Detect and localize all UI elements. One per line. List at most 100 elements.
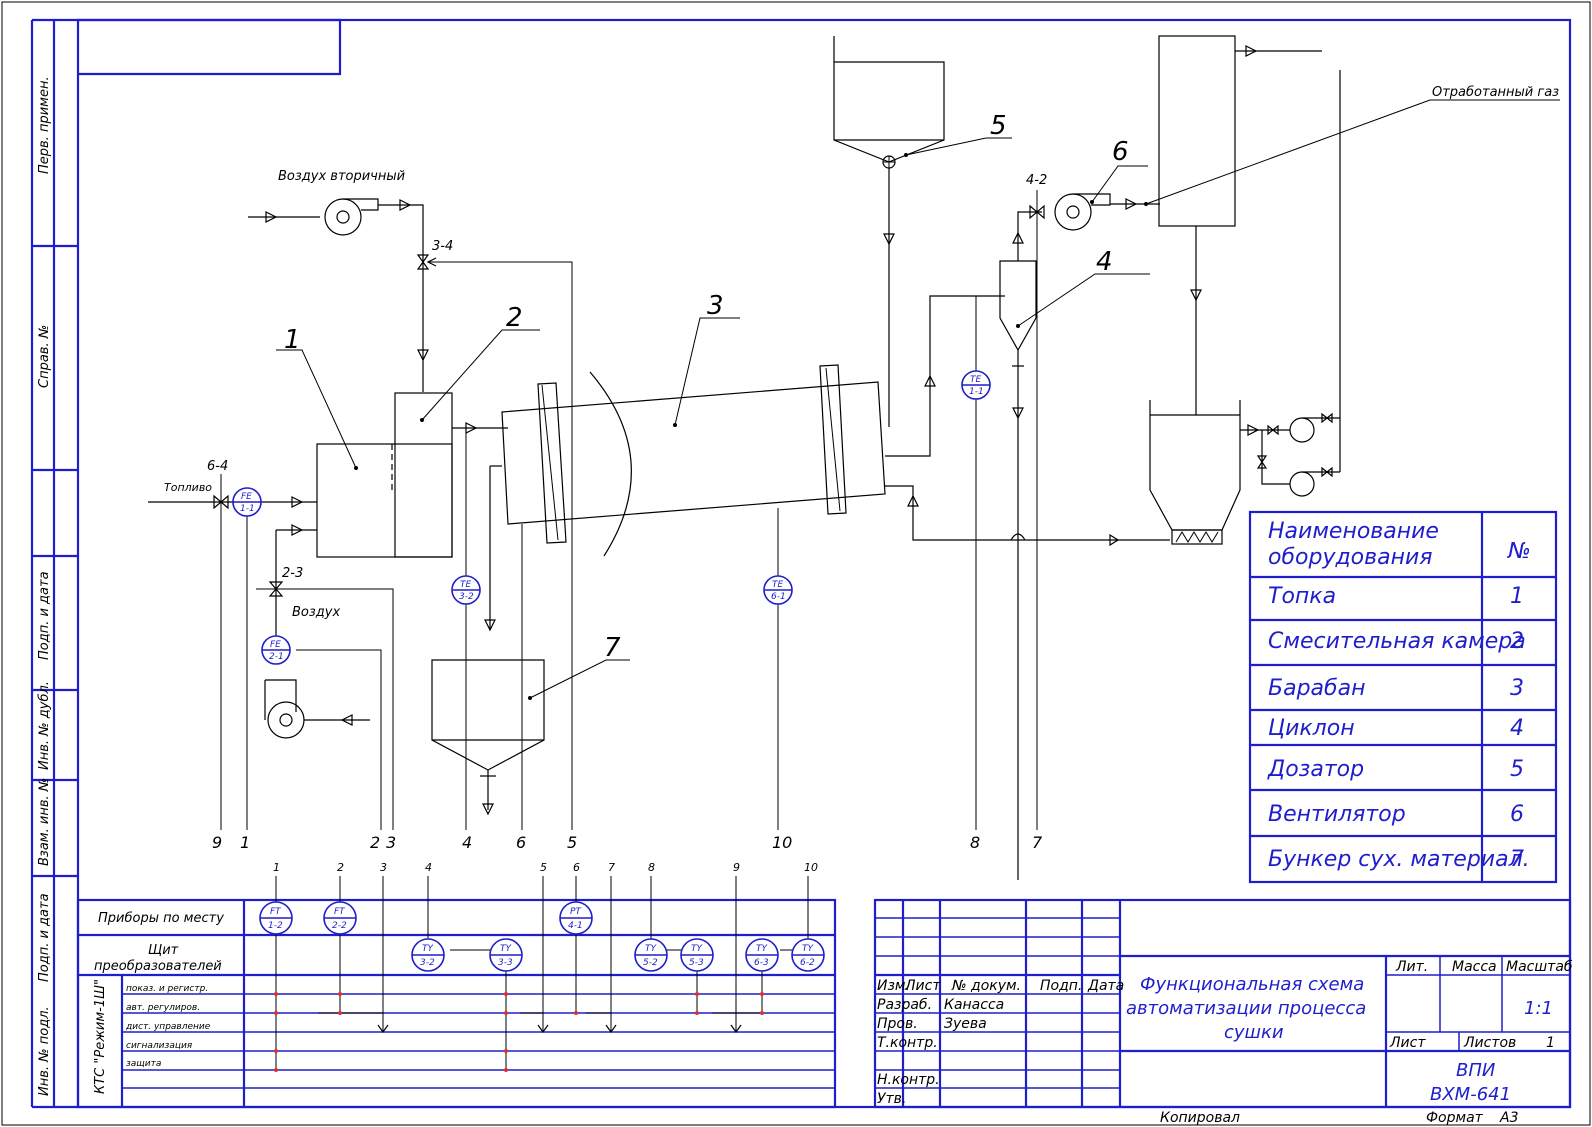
svg-text:6: 6 [516,833,526,852]
callout-7: 7 [604,633,621,663]
svg-text:6-2: 6-2 [800,958,815,968]
mixing-chamber-2: 2 [394,303,540,558]
sensor-fe-1-1: FE 1-1 [232,487,262,517]
side-label-vzam: Взам. инв. № [37,778,52,866]
svg-text:4: 4 [425,861,432,874]
svg-text:2: 2 [337,861,344,874]
field-sensors: FE 1-1 FE 2-1 TE 3-2 TE 6-1 TE 1-1 [232,370,991,665]
tb-role-utv: Утв. [877,1091,906,1107]
panel-ty-3-3: TY 3-3 [489,938,523,972]
valve-tag-6-4: 6-4 [207,459,228,474]
tb-lit: Лит. [1395,959,1428,975]
panel-ty-5-2: TY 5-2 [634,938,668,972]
svg-text:5-3: 5-3 [689,958,704,968]
svg-text:5-2: 5-2 [643,958,658,968]
tb-h-podp: Подп. [1040,978,1082,994]
air-label: Воздух [292,605,340,620]
fn-row-0: показ. и регистр. [126,984,208,994]
svg-text:10: 10 [804,861,818,874]
sensor-fe-2-1: FE 2-1 [261,635,291,665]
svg-text:3-2: 3-2 [459,592,474,602]
svg-text:7: 7 [1032,833,1043,852]
tb-scale-value: 1:1 [1524,998,1553,1019]
svg-text:9: 9 [733,861,740,874]
svg-text:2-2: 2-2 [332,921,347,931]
table-row-1-name: Смесительная камера [1268,629,1526,654]
svg-text:1-1: 1-1 [240,504,255,514]
callout-5: 5 [990,111,1007,141]
table-row-6-name: Бункер сух. материал. [1268,847,1530,872]
table-row-3-num: 4 [1510,716,1524,741]
tb-format-value: А3 [1499,1110,1518,1126]
tb-h-list: Лист [904,978,941,994]
side-label-dubl: Инв. № дубл. [37,681,52,770]
table-row-2-num: 3 [1510,676,1524,701]
fn-row-1: авт. регулиров. [126,1003,200,1013]
sensor-te-6-1: TE 6-1 [763,575,793,605]
tb-sheet-label: Лист [1389,1035,1426,1051]
valve-tag-2-3: 2-3 [282,566,303,581]
kts-label: КТС "Режим-1Ш" [93,979,108,1094]
tb-role-nkontr: Н.контр. [877,1072,940,1088]
tb-title-3: сушки [1224,1022,1284,1043]
tb-role-razrab: Разраб. [877,997,932,1013]
fan-6: 6 Отработанный газ [1054,85,1560,231]
furnace-1: 1 [276,325,453,558]
tb-format-label: Формат [1426,1110,1484,1126]
svg-text:7: 7 [608,861,615,874]
tb-title-1: Функциональная схема [1140,974,1364,995]
fn-row-2: дист. управление [125,1022,211,1032]
table-row-4-name: Дозатор [1267,757,1364,782]
drum-3: 3 [484,291,886,632]
tb-sheets-label: Листов [1463,1035,1516,1051]
svg-text:6-3: 6-3 [754,958,769,968]
svg-text:8: 8 [970,833,980,852]
svg-text:4-1: 4-1 [568,921,583,931]
doser-5: 5 [833,36,1012,427]
tb-checker: Зуева [944,1016,987,1032]
side-label-podp2: Подп. и дата [37,893,52,982]
tb-title-2: автоматизации процесса [1126,998,1366,1019]
tb-scale-label: Масштаб [1506,959,1573,975]
primary-air-line: 2-3 Воздух [256,524,394,830]
svg-text:4: 4 [462,833,472,852]
tb-role-prov: Пров. [877,1016,918,1032]
side-label-inv: Инв. № подл. [37,1006,52,1096]
svg-text:TY: TY [645,944,657,954]
svg-text:PT: PT [570,907,582,917]
svg-text:TE: TE [970,375,981,385]
svg-text:3: 3 [386,833,396,852]
fuel-line: Топливо 6-4 [148,459,317,830]
tb-sheets-value: 1 [1546,1035,1555,1051]
svg-text:1: 1 [240,833,250,852]
svg-text:TY: TY [422,944,434,954]
svg-text:10: 10 [772,833,792,852]
tb-copied: Копировал [1160,1110,1240,1126]
table-row-6-num: 7 [1510,847,1524,872]
valve-tag-4-2: 4-2 [1026,173,1047,188]
svg-text:TE: TE [460,580,471,590]
tb-h-doc: № докум. [951,978,1021,994]
fn-row-4: защита [126,1059,161,1069]
svg-text:TY: TY [500,944,512,954]
svg-text:5: 5 [540,861,547,874]
svg-text:6-1: 6-1 [771,592,786,602]
table-row-5-name: Вентилятор [1268,802,1406,827]
svg-text:1: 1 [273,861,280,874]
svg-text:TY: TY [802,944,814,954]
svg-text:TY: TY [756,944,768,954]
svg-text:6: 6 [573,861,580,874]
tb-developer: Канасса [944,997,1004,1013]
side-label-sprav: Справ. № [37,325,52,388]
svg-text:FE: FE [241,492,252,502]
callout-3: 3 [707,291,724,321]
title-block: Изм. Лист № докум. Подп. Дата Разраб. Ка… [873,898,1573,1126]
valve-3-4: 3-4 [416,239,573,830]
row-field-label: Приборы по месту [98,911,224,926]
svg-text:9: 9 [212,833,222,852]
side-labels: Перв. примен. Справ. № Подп. и дата Инв.… [37,76,52,1096]
svg-text:2-1: 2-1 [269,652,284,662]
table-header-name-1: Наименование [1268,519,1439,544]
